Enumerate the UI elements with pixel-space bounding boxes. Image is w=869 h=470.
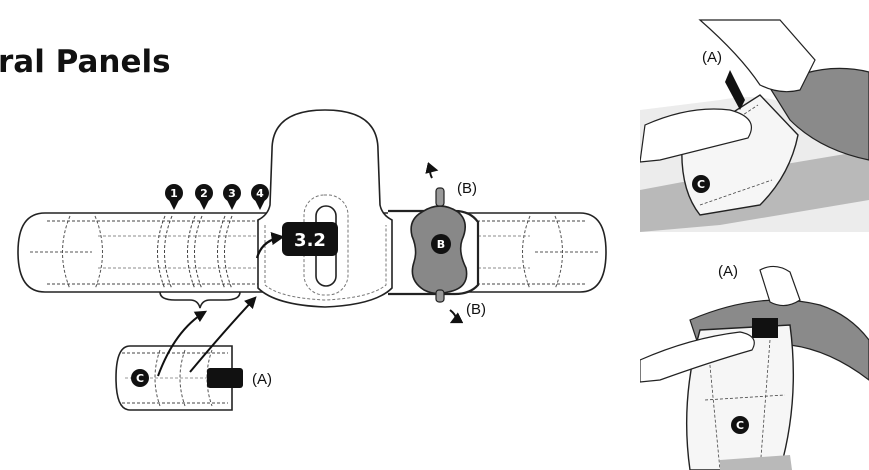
step-marker-4: 4 — [251, 184, 269, 210]
back-panel — [257, 109, 393, 308]
svg-text:2: 2 — [200, 187, 208, 200]
brace — [159, 291, 241, 309]
step-marker-3: 3 — [223, 184, 241, 210]
svg-text:B: B — [437, 238, 445, 251]
pad-b: B (B) (B) — [410, 162, 486, 324]
svg-text:(B): (B) — [466, 301, 486, 318]
svg-text:4: 4 — [256, 187, 264, 200]
step-badge-3-2: 3.2 — [255, 222, 338, 259]
svg-text:(A): (A) — [702, 49, 722, 66]
svg-text:3: 3 — [228, 187, 236, 200]
svg-text:1: 1 — [170, 187, 178, 200]
svg-text:C: C — [136, 372, 144, 385]
page-title: ral Panels — [0, 44, 171, 80]
svg-text:(A): (A) — [718, 263, 738, 280]
step-marker-1: 1 — [165, 184, 183, 210]
svg-text:3.2: 3.2 — [294, 230, 326, 251]
svg-text:C: C — [697, 178, 705, 191]
svg-text:(B): (B) — [457, 180, 477, 197]
svg-text:C: C — [736, 419, 744, 432]
photo-bottom: C (A) — [640, 263, 869, 470]
step-marker-2: 2 — [195, 184, 213, 210]
photo-top: C (A) — [640, 19, 869, 232]
panel-c: C (A) — [115, 296, 272, 411]
step-markers: 1 2 3 4 — [165, 184, 269, 210]
svg-text:(A): (A) — [252, 371, 272, 388]
